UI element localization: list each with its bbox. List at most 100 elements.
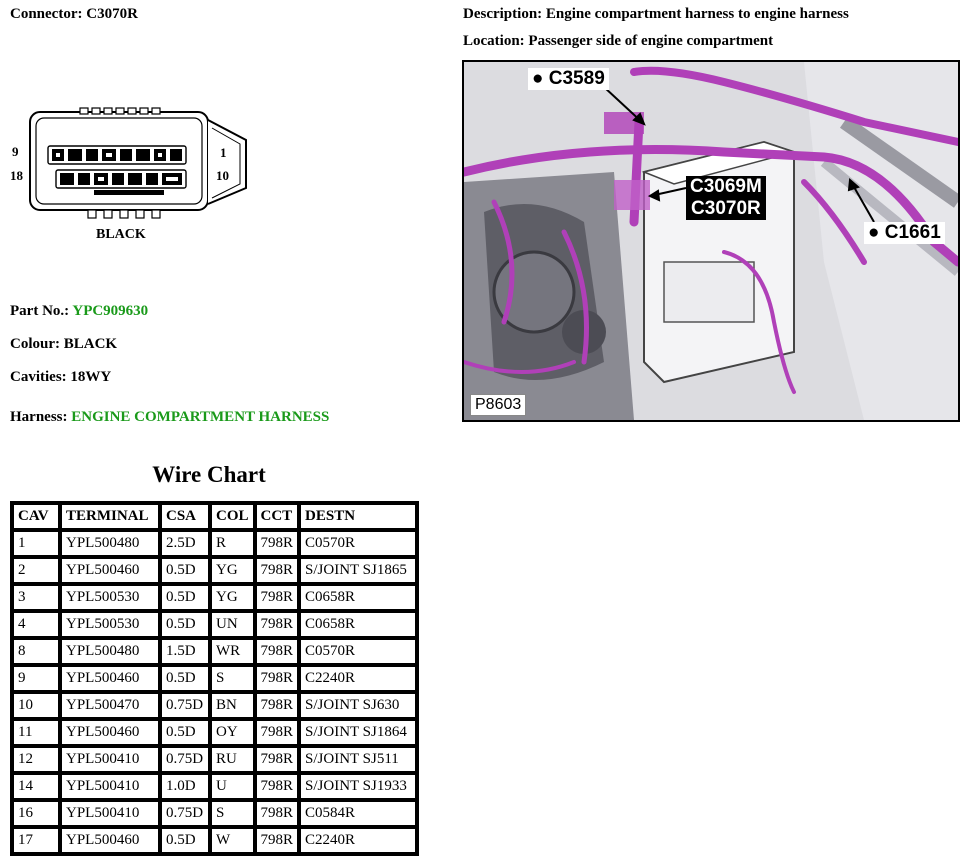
cell-destn: S/JOINT SJ630: [299, 692, 418, 719]
cell-col: WR: [210, 638, 255, 665]
cell-cct: 798R: [254, 746, 300, 773]
cell-col: S: [210, 665, 255, 692]
location-value: Passenger side of engine compartment: [528, 33, 774, 49]
cell-terminal: YPL500530: [60, 611, 160, 638]
colour-line: Colour: BLACK: [10, 336, 118, 352]
cell-csa: 0.5D: [160, 557, 210, 584]
cell-csa: 0.5D: [160, 665, 210, 692]
cell-destn: S/JOINT SJ1933: [299, 773, 418, 800]
cell-cct: 798R: [254, 584, 300, 611]
cavities-line: Cavities: 18WY: [10, 369, 112, 385]
cell-col: W: [210, 827, 255, 854]
cell-cav: 4: [12, 611, 60, 638]
cell-terminal: YPL500460: [60, 557, 160, 584]
callout-c3069m-c3070r: C3069M C3070R: [686, 176, 766, 220]
cell-cct: 798R: [254, 611, 300, 638]
cell-destn: C0570R: [299, 530, 418, 557]
pin-18-label: 18: [10, 168, 24, 183]
connector-colour-text: BLACK: [96, 227, 146, 242]
pin-9-label: 9: [12, 144, 19, 159]
cell-cct: 798R: [254, 773, 300, 800]
connector-id: C3070R: [86, 6, 138, 22]
pin-10-label: 10: [216, 168, 229, 183]
cell-terminal: YPL500460: [60, 827, 160, 854]
colour-value: BLACK: [63, 336, 118, 352]
location-photo: ● C3589 C3069M C3070R ● C1661 P8603: [462, 60, 960, 422]
header-cav: CAV: [12, 503, 60, 530]
cell-terminal: YPL500410: [60, 800, 160, 827]
cell-cct: 798R: [254, 530, 300, 557]
cell-cav: 14: [12, 773, 60, 800]
cell-cct: 798R: [254, 638, 300, 665]
cell-csa: 0.5D: [160, 611, 210, 638]
cell-csa: 0.5D: [160, 827, 210, 854]
cell-destn: S/JOINT SJ1865: [299, 557, 418, 584]
cell-terminal: YPL500480: [60, 530, 160, 557]
cell-cav: 17: [12, 827, 60, 854]
cell-col: YG: [210, 557, 255, 584]
cell-cav: 10: [12, 692, 60, 719]
description-value: Engine compartment harness to engine har…: [545, 6, 849, 22]
cell-csa: 0.75D: [160, 746, 210, 773]
harness-line: Harness: ENGINE COMPARTMENT HARNESS: [10, 409, 330, 425]
cell-destn: C0658R: [299, 611, 418, 638]
description-heading: Description: Engine compartment harness …: [463, 6, 849, 22]
header-cct: CCT: [254, 503, 300, 530]
cell-cct: 798R: [254, 557, 300, 584]
cell-cav: 9: [12, 665, 60, 692]
cell-destn: C0570R: [299, 638, 418, 665]
cell-col: YG: [210, 584, 255, 611]
callout-c1661: ● C1661: [864, 222, 945, 244]
cell-terminal: YPL500530: [60, 584, 160, 611]
harness-value: ENGINE COMPARTMENT HARNESS: [71, 409, 330, 425]
cell-cct: 798R: [254, 692, 300, 719]
connector-face-diagram: 9 18 1 10 BLACK: [8, 100, 258, 255]
cell-cav: 8: [12, 638, 60, 665]
cell-terminal: YPL500410: [60, 746, 160, 773]
cell-col: S: [210, 800, 255, 827]
cell-csa: 1.0D: [160, 773, 210, 800]
cell-cav: 2: [12, 557, 60, 584]
cell-csa: 1.5D: [160, 638, 210, 665]
cell-csa: 2.5D: [160, 530, 210, 557]
cell-cav: 16: [12, 800, 60, 827]
cell-destn: S/JOINT SJ511: [299, 746, 418, 773]
header-col: COL: [210, 503, 255, 530]
cell-cct: 798R: [254, 665, 300, 692]
cell-col: R: [210, 530, 255, 557]
cell-cav: 1: [12, 530, 60, 557]
header-terminal: TERMINAL: [60, 503, 160, 530]
part-no-value: YPC909630: [72, 303, 149, 319]
cell-destn: C0584R: [299, 800, 418, 827]
cell-destn: S/JOINT SJ1864: [299, 719, 418, 746]
cell-cct: 798R: [254, 827, 300, 854]
cell-terminal: YPL500480: [60, 638, 160, 665]
cell-csa: 0.75D: [160, 692, 210, 719]
cell-cct: 798R: [254, 800, 300, 827]
cell-col: BN: [210, 692, 255, 719]
cell-col: OY: [210, 719, 255, 746]
cavities-value: 18WY: [70, 369, 112, 385]
cell-cav: 12: [12, 746, 60, 773]
cell-csa: 0.75D: [160, 800, 210, 827]
cell-terminal: YPL500460: [60, 719, 160, 746]
pin-1-label: 1: [220, 145, 227, 160]
location-heading: Location: Passenger side of engine compa…: [463, 33, 774, 49]
cell-terminal: YPL500410: [60, 773, 160, 800]
wire-chart-title: Wire Chart: [152, 462, 266, 487]
connector-heading: Connector: C3070R: [10, 6, 138, 22]
cell-destn: C0658R: [299, 584, 418, 611]
header-csa: CSA: [160, 503, 210, 530]
cell-csa: 0.5D: [160, 584, 210, 611]
